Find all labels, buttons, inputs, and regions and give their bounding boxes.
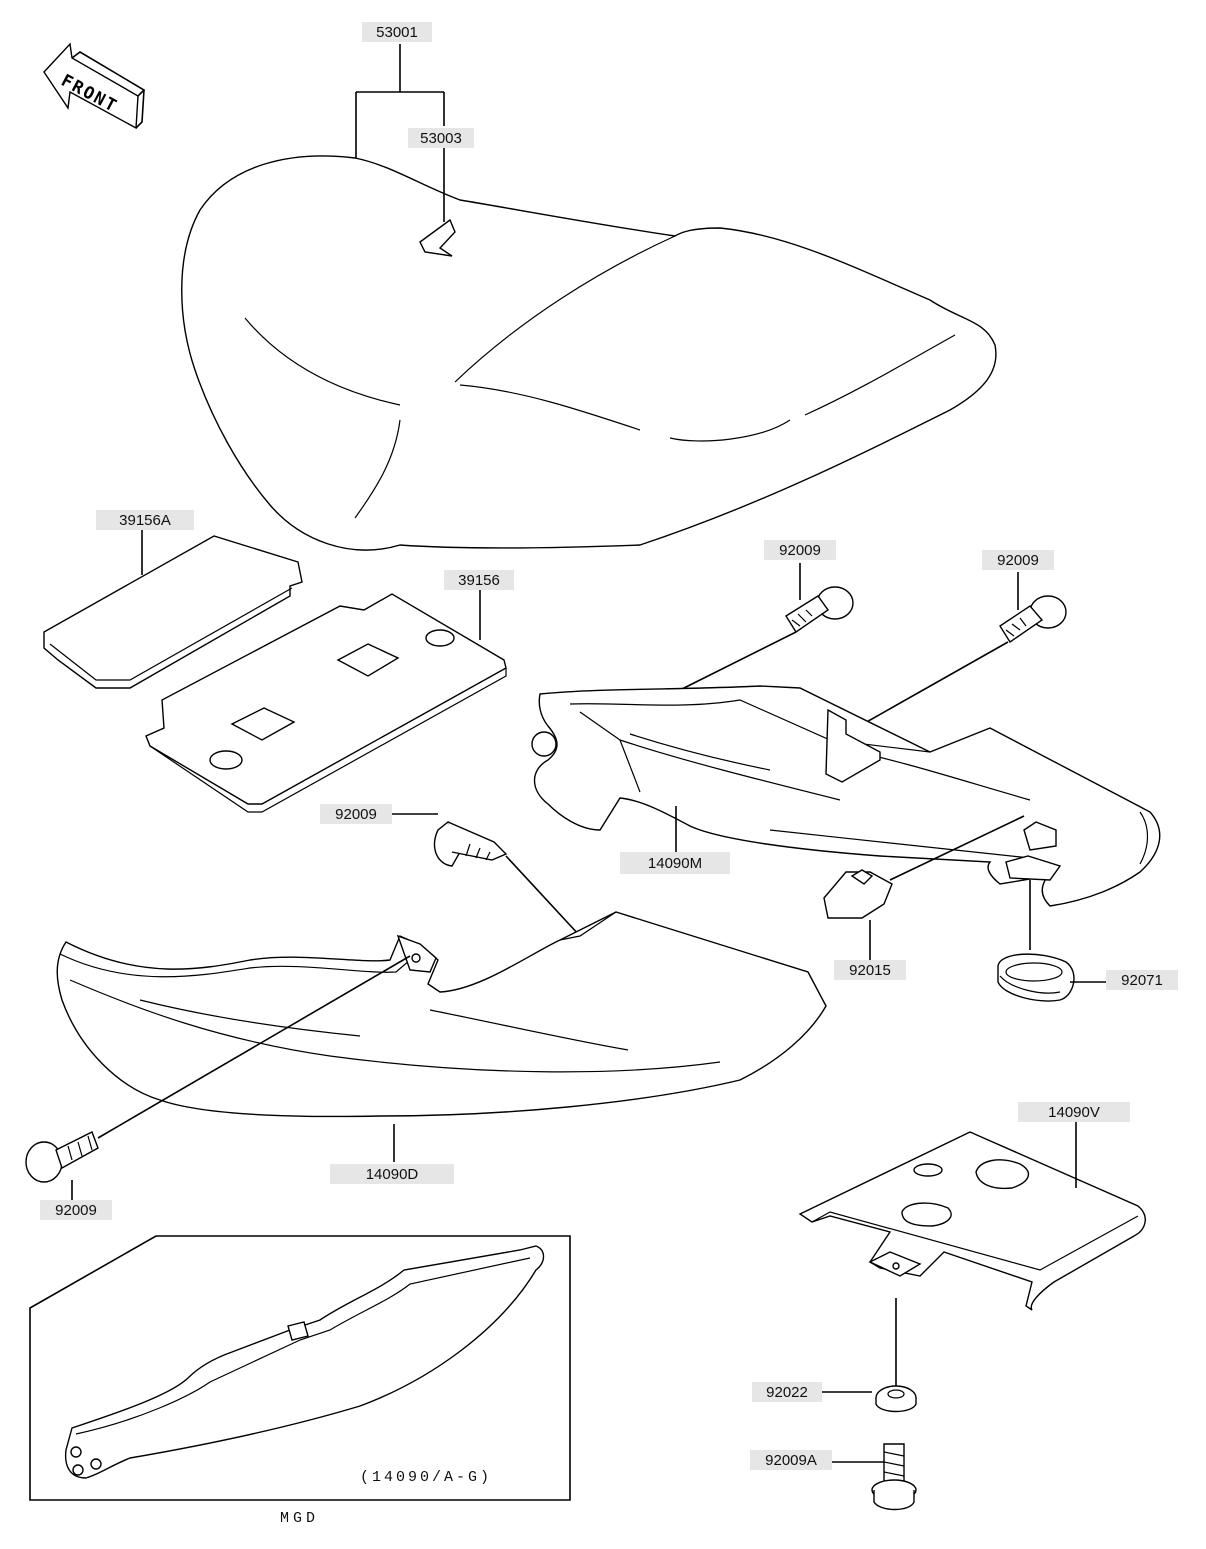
inset-part-ref: (14090/A-G) (360, 1469, 492, 1486)
washer-92022 (875, 1385, 917, 1413)
side-cover-14090d (56, 911, 827, 1118)
label-39156: 39156 (444, 570, 514, 590)
label-92015: 92015 (834, 960, 906, 980)
svg-text:53003: 53003 (420, 130, 462, 147)
label-92009a: 92009A (750, 1450, 832, 1470)
svg-text:92015: 92015 (849, 962, 891, 979)
label-14090d: 14090D (330, 1164, 454, 1184)
pad-39156a (43, 535, 303, 689)
svg-text:53001: 53001 (376, 24, 418, 41)
svg-text:92009: 92009 (335, 806, 377, 823)
label-14090v: 14090V (1018, 1102, 1130, 1122)
svg-text:14090V: 14090V (1048, 1104, 1100, 1121)
bolt-92009-d (25, 1131, 99, 1183)
bolt-92009-a (785, 586, 854, 633)
svg-text:92009: 92009 (55, 1202, 97, 1219)
label-53003: 53003 (408, 128, 474, 148)
inset-caption: MGD (280, 1510, 319, 1527)
bolt-92009-b (999, 595, 1067, 643)
svg-text:39156: 39156 (458, 572, 500, 589)
svg-text:92009: 92009 (997, 552, 1039, 569)
label-53001: 53001 (362, 22, 432, 42)
bolt-92009a (871, 1443, 917, 1511)
rear-cowl-14090m (531, 685, 1161, 907)
leader-92015 (869, 815, 1025, 960)
svg-text:92009: 92009 (779, 542, 821, 559)
front-arrow-icon: FRONT (43, 42, 146, 130)
leader-53001 (355, 44, 444, 158)
inset-box: (14090/A-G) (29, 1235, 571, 1501)
leader-92009-d (71, 955, 411, 1200)
label-92009-a: 92009 (764, 540, 836, 560)
svg-text:92022: 92022 (766, 1384, 808, 1401)
label-14090m: 14090M (620, 852, 730, 874)
pad-39156 (145, 593, 507, 813)
label-39156a: 39156A (96, 510, 194, 530)
label-92009-c: 92009 (320, 804, 392, 824)
bolt-92009-c (433, 820, 508, 867)
label-92071: 92071 (1106, 970, 1178, 990)
label-92022: 92022 (752, 1382, 822, 1402)
seat (181, 155, 997, 551)
leader-92022 (822, 1298, 897, 1393)
leader-92009-c (392, 813, 581, 937)
svg-text:92071: 92071 (1121, 972, 1163, 989)
leader-92071 (1029, 880, 1106, 983)
label-92009-d: 92009 (40, 1200, 112, 1220)
label-92009-b: 92009 (982, 550, 1054, 570)
svg-text:14090M: 14090M (648, 855, 702, 872)
svg-text:92009A: 92009A (765, 1452, 817, 1469)
clip-nut-92015 (823, 869, 893, 919)
leader-92009-a (679, 563, 801, 691)
svg-text:14090D: 14090D (366, 1166, 419, 1183)
grommet-92071 (997, 953, 1075, 1002)
leader-92009-b (855, 572, 1019, 729)
bracket-14090v (798, 1131, 1146, 1311)
svg-text:39156A: 39156A (119, 512, 171, 529)
